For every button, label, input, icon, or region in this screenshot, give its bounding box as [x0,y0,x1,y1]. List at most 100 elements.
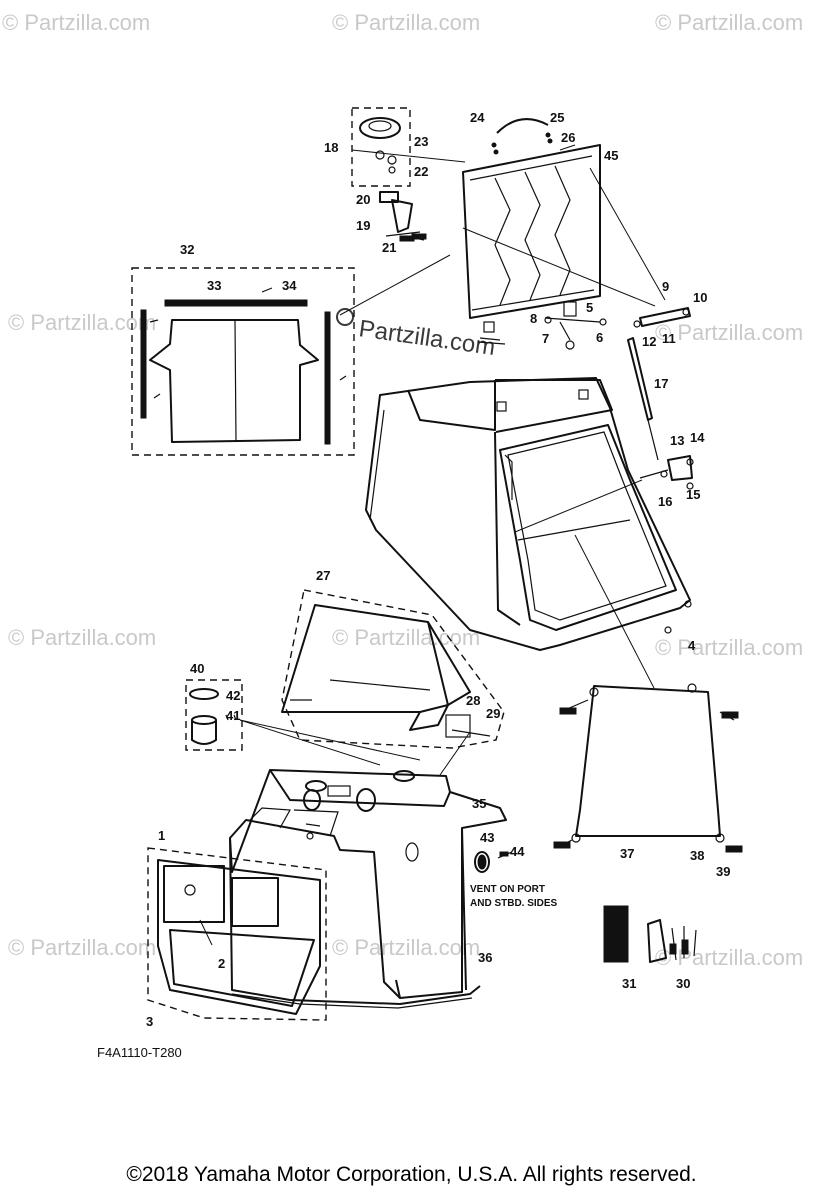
trim-left [140,309,147,419]
watermark-8: © Partzilla.com [655,635,803,660]
callout-8: 8 [530,311,537,326]
trim-right [324,311,331,445]
callout-41: 41 [226,708,240,723]
callout-4: 4 [688,638,696,653]
watermark-11: © Partzilla.com [655,945,803,970]
callout-6: 6 [596,330,603,345]
callout-2: 2 [218,956,225,971]
vent-note-line-1: VENT ON PORT [470,884,545,895]
callout-1: 1 [158,828,165,843]
cup-holder-assembly [185,679,243,751]
callout-15: 15 [686,487,700,502]
callouts: 1 2 3 4 5 6 7 8 9 10 11 12 13 14 15 16 1… [146,110,730,1029]
lower-bracket-15 [667,455,693,481]
latch-knob [359,117,401,139]
callout-20: 20 [356,192,370,207]
callout-33: 33 [207,278,221,293]
base-36 [229,837,481,1005]
seat-cushion-assembly [131,267,355,456]
callout-34: 34 [282,278,297,293]
tool-kit-30 [647,919,697,963]
handle-24 [496,118,549,134]
watermark-3: © Partzilla.com [655,10,803,35]
callout-27: 27 [316,568,330,583]
strut-bracket-9 [639,307,691,327]
callout-30: 30 [676,976,690,991]
callout-12: 12 [642,334,656,349]
callout-42: 42 [226,688,240,703]
group-box-18 [351,107,411,187]
watermark-1: © Partzilla.com [2,10,150,35]
callout-9: 9 [662,279,669,294]
group-box-40 [185,679,243,751]
callout-22: 22 [414,164,428,179]
console-35 [229,769,507,1009]
glovebox-assembly [147,847,327,1021]
bracket-28 [445,714,471,738]
group-box-1 [147,847,327,1021]
callout-26: 26 [561,130,575,145]
hinge-5 [563,301,577,317]
callout-40: 40 [190,661,204,676]
callout-10: 10 [693,290,707,305]
watermark-4: © Partzilla.com [8,310,156,335]
watermark-7: © Partzilla.com [332,625,480,650]
callout-19: 19 [356,218,370,233]
watermark-9: © Partzilla.com [8,935,156,960]
group-box-32 [131,267,355,456]
watermark-5: © Partzilla.com [655,320,803,345]
callout-38: 38 [690,848,704,863]
latch-assembly [351,107,427,242]
callout-43: 43 [480,830,494,845]
callout-36: 36 [478,950,492,965]
callout-44: 44 [510,844,525,859]
watermark-10: © Partzilla.com [332,935,480,960]
leader-lines [199,144,666,946]
group-box-27 [281,589,505,749]
callout-5: 5 [586,300,593,315]
latch-body-20 [379,191,399,203]
callout-39: 39 [716,864,730,879]
vent-note-line-2: AND STBD. SIDES [470,898,558,909]
callout-32: 32 [180,242,194,257]
callout-25: 25 [550,110,564,125]
windshield-assembly [281,589,505,749]
callout-28: 28 [466,693,480,708]
callout-24: 24 [470,110,485,125]
callout-31: 31 [622,976,636,991]
owners-manual-31 [603,905,629,963]
callout-13: 13 [670,433,684,448]
callout-45: 45 [604,148,618,163]
cushion-body [149,319,319,443]
watermark-logo: Partzilla.com [357,315,497,361]
hatch-lid [462,118,691,350]
cup-ring-42 [189,688,219,700]
callout-17: 17 [654,376,668,391]
copyright-notice: ©2018 Yamaha Motor Corporation, U.S.A. A… [126,1163,697,1186]
callout-21: 21 [382,240,396,255]
door-lid-2 [163,865,225,923]
diagram-code: F4A1110-T280 [97,1045,182,1060]
strip-33 [164,299,308,307]
hatch-lid-45 [462,144,601,319]
vent-43 [474,851,513,873]
watermarks: © Partzilla.com © Partzilla.com © Partzi… [2,10,803,970]
callout-7: 7 [542,331,549,346]
watermark-6: © Partzilla.com [8,625,156,650]
cup-holder-41 [191,720,217,745]
callout-16: 16 [658,494,672,509]
callout-29: 29 [486,706,500,721]
watermark-logo-circle [336,308,354,326]
callout-3: 3 [146,1014,153,1029]
callout-18: 18 [324,140,338,155]
cover-37 [553,683,743,853]
gas-strut-17 [627,337,694,490]
callout-35: 35 [472,796,486,811]
latch-plate-19 [391,199,413,233]
callout-37: 37 [620,846,634,861]
callout-14: 14 [690,430,705,445]
callout-11: 11 [662,331,676,346]
callout-23: 23 [414,134,428,149]
watermark-2: © Partzilla.com [332,10,480,35]
